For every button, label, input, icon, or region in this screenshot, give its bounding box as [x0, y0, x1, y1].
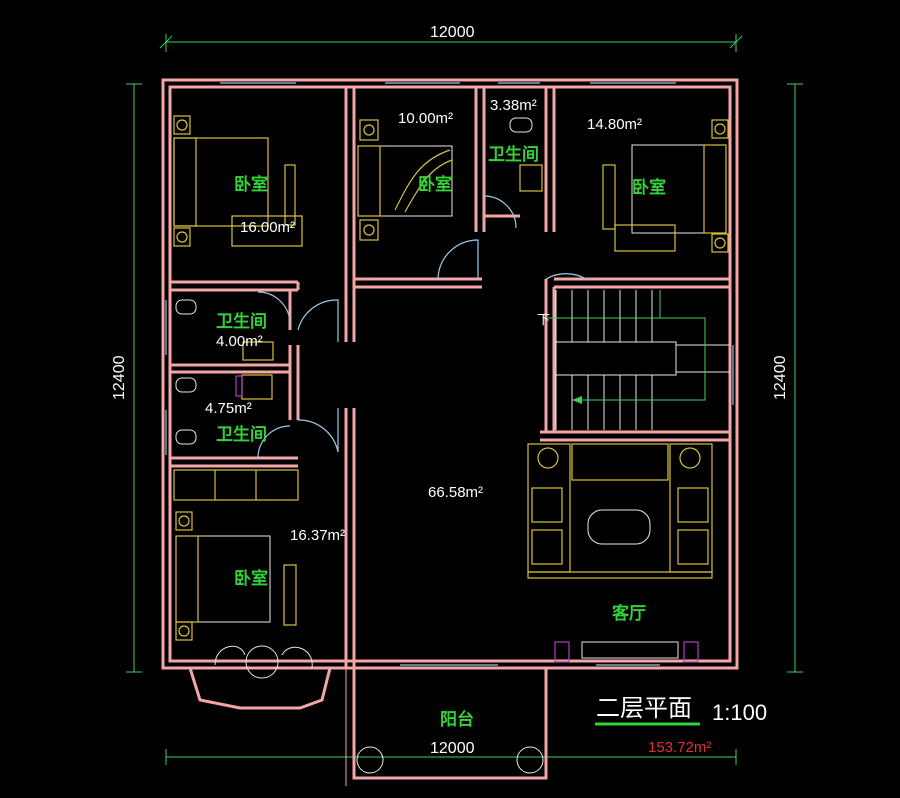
top-width-dimension: 12000 [430, 24, 475, 41]
living-label: 客厅 [611, 603, 646, 623]
bedroom-ne-area: 14.80m² [587, 116, 642, 133]
stair-down-label: 下 [537, 312, 550, 327]
bath-w2-area: 4.75m² [205, 400, 252, 417]
left-height-dimension: 12400 [111, 355, 128, 400]
bath-w1-label: 卫生间 [216, 311, 267, 331]
right-height-dimension: 12400 [772, 355, 789, 400]
staircase: 下 [537, 290, 730, 430]
living-area: 66.58m² [428, 484, 483, 501]
balcony-label: 阳台 [440, 709, 474, 729]
bath-w1-area: 4.00m² [216, 333, 263, 350]
plan-scale: 1:100 [712, 700, 767, 725]
bath-w2-label: 卫生间 [216, 424, 267, 444]
furniture [173, 115, 729, 774]
dimension-lines [126, 34, 803, 765]
walls [161, 78, 739, 786]
doors [257, 195, 587, 459]
bottom-width-dimension: 12000 [430, 740, 475, 757]
bedroom-nc-area: 10.00m² [398, 110, 453, 127]
bedroom-nw-label: 卧室 [234, 174, 268, 194]
bedroom-nw-area: 16.00m² [240, 219, 295, 236]
total-area: 153.72m² [648, 739, 711, 756]
windows [165, 82, 734, 666]
bedroom-sw-label: 卧室 [234, 568, 268, 588]
bedroom-sw-area: 16.37m² [290, 527, 345, 544]
bedroom-nc-label: 卧室 [418, 174, 452, 194]
labels: 12000 12000 12400 12400 卧室 16.00m² 10.00… [111, 24, 789, 757]
bedroom-ne-label: 卧室 [632, 177, 666, 197]
bath-n-label: 卫生间 [488, 144, 539, 164]
bath-n-area: 3.38m² [490, 97, 537, 114]
plan-title: 二层平面 [596, 695, 692, 722]
